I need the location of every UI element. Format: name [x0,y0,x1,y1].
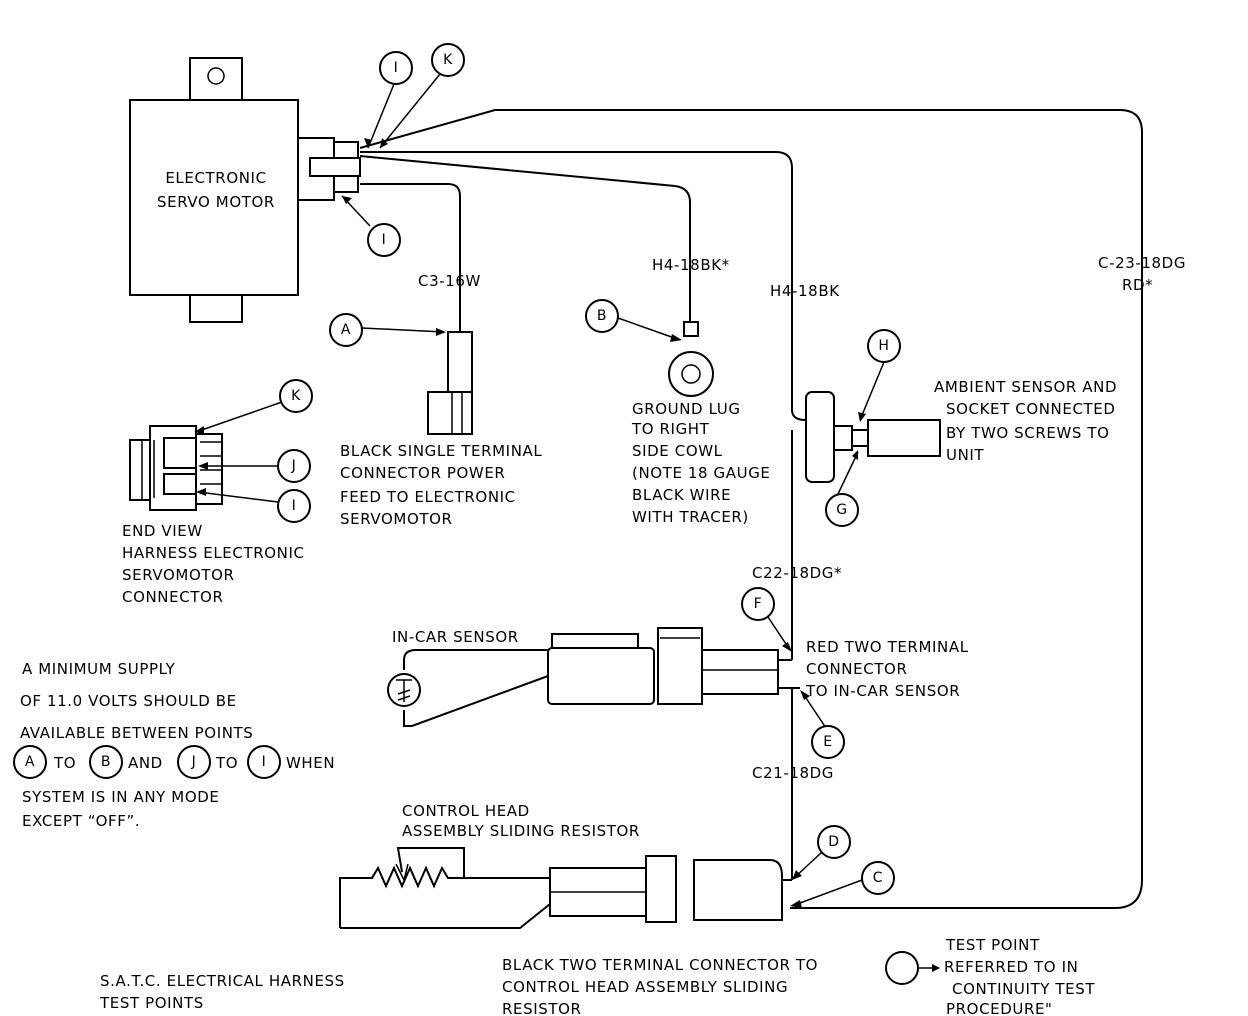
title-line-2: TEST POINTS [99,994,204,1012]
wire-c21-label: C21-18DG [752,764,834,782]
test-points: I K I A B H G K J I F E D C [277,43,901,895]
wire-c3-label: C3-16W [418,272,481,290]
control-head-label-2: ASSEMBLY SLIDING RESISTOR [402,822,640,840]
wire-h4-star-label: H4-18BK* [652,256,730,274]
note-when: WHEN [286,754,335,772]
black-single-label-3: FEED TO ELECTRONIC [340,488,516,506]
wire-c23-label-1: C-23-18DG [1098,254,1186,272]
note-line-1: A MINIMUM SUPPLY [22,660,176,678]
legend-line-4: PROCEDURE" [946,1000,1053,1016]
ground-lug-label-2: TO RIGHT [631,420,710,438]
test-point-d: D [817,825,851,859]
ambient-label-4: UNIT [946,446,984,464]
black-single-label-4: SERVOMOTOR [340,510,453,528]
voltage-note: A MINIMUM SUPPLY OF 11.0 VOLTS SHOULD BE… [13,660,335,830]
svg-text:H: H [878,338,889,354]
black-single-label-2: CONNECTOR POWER [340,464,505,482]
test-point-j-end: J [277,449,311,483]
svg-text:I: I [292,498,297,514]
black-single-label-1: BLACK SINGLE TERMINAL [340,442,542,460]
test-point-g: G [825,493,859,527]
diagram-title: S.A.T.C. ELECTRICAL HARNESS TEST POINTS [99,972,345,1012]
legend-line-1: TEST POINT [945,936,1040,954]
end-view-label-4: CONNECTOR [122,588,223,606]
red-two-label-1: RED TWO TERMINAL [806,638,969,656]
wire-h4-label: H4-18BK [770,282,840,300]
servo-motor-label-1: ELECTRONIC [165,169,266,187]
note-line-2: OF 11.0 VOLTS SHOULD BE [20,692,237,710]
legend-line-3: CONTINUITY TEST [952,980,1095,998]
note-line-5: SYSTEM IS IN ANY MODE [22,788,219,806]
svg-text:I: I [394,60,399,76]
leader-arrows [194,73,885,908]
test-point-f: F [741,587,775,621]
red-two-label-3: TO IN-CAR SENSOR [805,682,960,700]
legend-line-2: REFERRED TO IN [944,958,1078,976]
test-point-e: E [811,725,845,759]
in-car-sensor-label: IN-CAR SENSOR [392,628,519,646]
note-a: A [25,754,35,770]
end-view-label-1: END VIEW [122,522,203,540]
svg-text:K: K [443,52,453,68]
ambient-label-2: SOCKET CONNECTED [946,400,1116,418]
servo-motor: ELECTRONIC SERVO MOTOR [129,57,361,323]
svg-text:D: D [828,834,839,850]
ambient-label-3: BY TWO SCREWS TO [946,424,1110,442]
svg-text:K: K [291,388,301,404]
test-point-c: C [861,861,895,895]
control-head-label-1: CONTROL HEAD [402,802,530,820]
svg-text:B: B [597,308,607,324]
black-two-label-1: BLACK TWO TERMINAL CONNECTOR TO [502,956,818,974]
wire-c22-label: C22-18DG* [752,564,842,582]
note-line-3: AVAILABLE BETWEEN POINTS [20,724,253,742]
control-head-resistor: CONTROL HEAD ASSEMBLY SLIDING RESISTOR B… [339,802,818,1016]
end-view-connector: END VIEW HARNESS ELECTRONIC SERVOMOTOR C… [122,425,305,606]
test-point-j: I [379,51,413,85]
note-line-6: EXCEPT “OFF”. [22,812,140,830]
note-to-1: TO [53,754,76,772]
test-point-k: K [431,43,465,77]
wire-labels: C3-16W H4-18BK* H4-18BK C-23-18DG RD* C2… [418,254,1186,782]
in-car-sensor: IN-CAR SENSOR RED TWO TERMINAL CONNECTOR… [387,627,969,727]
harness-wires [359,109,1143,909]
ground-lug-label-1: GROUND LUG [632,400,741,418]
wire-c23-label-2: RD* [1122,276,1153,294]
svg-text:E: E [823,734,832,750]
end-view-label-3: SERVOMOTOR [122,566,235,584]
ambient-label-1: AMBIENT SENSOR AND [934,378,1117,396]
note-j: J [191,754,197,770]
ground-lug-label-6: WITH TRACER) [632,508,749,526]
note-i: I [262,754,267,770]
test-point-i: I [367,223,401,257]
svg-text:C: C [873,870,883,886]
ground-lug-label-3: SIDE COWL [632,442,723,460]
note-b: B [101,754,111,770]
servo-motor-label-2: SERVO MOTOR [157,193,275,211]
test-point-h: H [867,329,901,363]
test-point-b: B [585,299,619,333]
title-line-1: S.A.T.C. ELECTRICAL HARNESS [100,972,345,990]
svg-text:J: J [291,458,297,474]
black-single-terminal-connector: BLACK SINGLE TERMINAL CONNECTOR POWER FE… [340,331,542,528]
test-point-a: A [329,313,363,347]
note-to-2: TO [215,754,238,772]
svg-text:F: F [754,596,763,612]
black-two-label-2: CONTROL HEAD ASSEMBLY SLIDING [502,978,788,996]
legend: TEST POINT REFERRED TO IN CONTINUITY TES… [885,936,1095,1016]
ground-lug-label-5: BLACK WIRE [632,486,731,504]
ground-lug: GROUND LUG TO RIGHT SIDE COWL (NOTE 18 G… [631,321,771,526]
end-view-label-2: HARNESS ELECTRONIC [122,544,305,562]
red-two-label-2: CONNECTOR [806,660,907,678]
svg-text:A: A [341,322,351,338]
test-point-i-end: I [277,489,311,523]
svg-text:I: I [382,232,387,248]
test-point-k-end: K [279,379,313,413]
note-and: AND [128,754,163,772]
ground-lug-label-4: (NOTE 18 GAUGE [632,464,771,482]
svg-text:G: G [836,502,847,518]
black-two-label-3: RESISTOR [502,1000,582,1016]
ambient-sensor: AMBIENT SENSOR AND SOCKET CONNECTED BY T… [805,378,1117,483]
